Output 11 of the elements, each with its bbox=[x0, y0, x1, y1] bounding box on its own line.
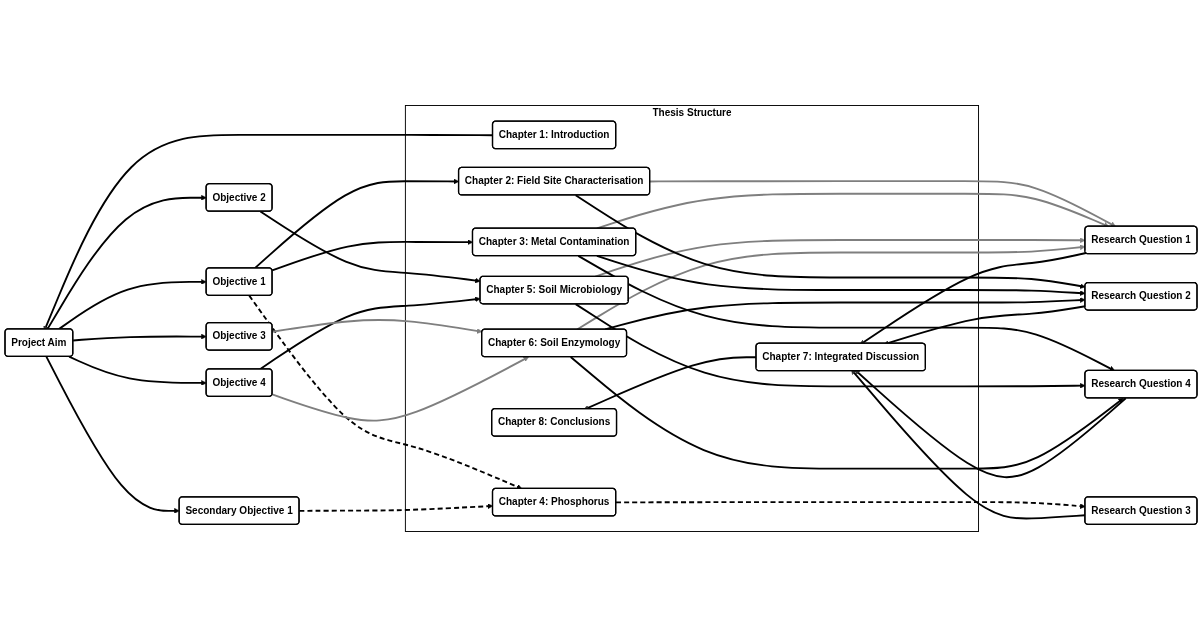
arrow bbox=[68, 355, 207, 386]
arrow bbox=[577, 255, 1115, 371]
arrow bbox=[72, 333, 207, 342]
arrow bbox=[259, 210, 481, 284]
arrow bbox=[649, 180, 1116, 227]
arrow bbox=[248, 294, 523, 490]
arrow bbox=[574, 194, 1086, 289]
arrow bbox=[271, 356, 529, 422]
arrow bbox=[45, 355, 180, 514]
arrow bbox=[569, 356, 1124, 470]
arrow bbox=[854, 369, 1127, 479]
